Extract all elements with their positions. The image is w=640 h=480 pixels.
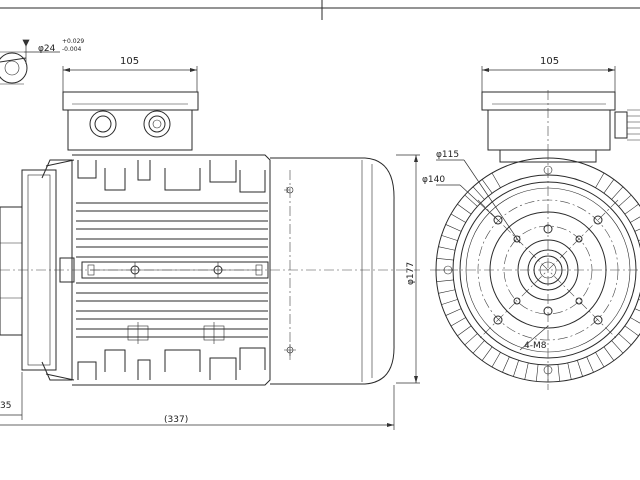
- flange-diameter-label: φ177: [406, 262, 416, 285]
- side-view: [0, 66, 420, 430]
- left-partial-label: 35: [0, 401, 11, 411]
- end-top-width-label: 105: [540, 56, 559, 67]
- shaft-tol-lower: -0.004: [62, 46, 82, 53]
- threaded-holes-label: 4-M8: [524, 341, 547, 351]
- side-top-width-label: 105: [120, 56, 139, 67]
- shaft-diameter-label: φ24: [38, 44, 56, 54]
- bolt-circle-140-label: φ140: [422, 175, 445, 185]
- overall-length-label: (337): [164, 415, 188, 425]
- shaft-tol-upper: +0.029: [62, 38, 84, 45]
- bolt-circle-115-label: φ115: [436, 150, 459, 160]
- end-fins: [436, 172, 640, 382]
- cooling-fins: [76, 202, 268, 338]
- end-view: [430, 66, 640, 390]
- shaft-detail: [0, 39, 60, 85]
